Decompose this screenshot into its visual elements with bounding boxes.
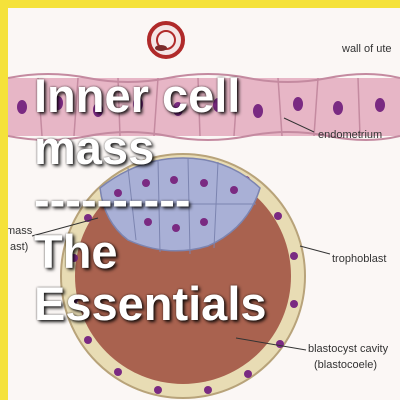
pointer-lines [31,117,331,351]
title-line-2: mass [34,121,155,174]
label-endometrium: endometrium [318,129,382,141]
label-inner-mass-b: ast) [10,241,28,253]
overlay-title: Inner cell mass ---------- The Essential… [34,70,374,330]
title-line-5: Essentials [34,277,267,330]
label-wall: wall of ute [341,43,392,55]
inner-cell-mass [99,157,261,255]
title-line-1: Inner cell [34,69,241,122]
title-line-4: The [34,225,118,278]
label-trophoblast: trophoblast [332,253,386,265]
label-cavity-1: blastocyst cavity [308,343,389,355]
title-separator: ---------- [34,173,191,226]
endometrium-layer [8,73,400,141]
label-inner-mass-a: mass [8,225,33,237]
diagram-canvas: wall of ute endometrium mass ast) tropho… [8,8,400,400]
blastocyst-diagram: wall of ute endometrium mass ast) tropho… [8,21,400,399]
label-cavity-2: (blastocoele) [314,359,377,371]
embryo-icon [147,21,185,59]
